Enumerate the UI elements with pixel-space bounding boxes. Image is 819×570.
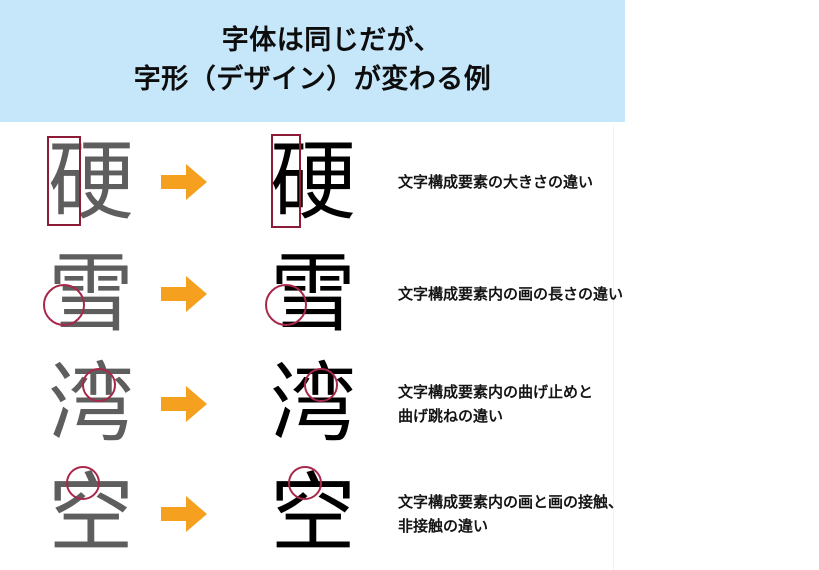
glyph-after-cell: 硬	[258, 132, 368, 232]
glyph-after: 湾	[270, 354, 356, 454]
glyph-after: 雪	[270, 244, 356, 344]
glyph-after-cell: 空	[258, 464, 368, 564]
caption-line: 曲げ跳ねの違い	[398, 407, 504, 425]
glyph-after-cell: 雪	[258, 244, 368, 344]
example-row: 雪 雪 文字構成要素内の画の長さの違い	[0, 244, 819, 352]
example-row: 空 空 文字構成要素内の画と画の接触、 非接触の違い	[0, 464, 819, 568]
caption-cell: 文字構成要素内の画の長さの違い	[368, 244, 819, 344]
right-arrow-icon	[161, 386, 207, 422]
caption-line: 文字構成要素内の画と画の接触、	[398, 493, 624, 511]
glyph-after: 硬	[270, 132, 356, 232]
glyph-before: 硬	[48, 132, 134, 232]
glyph-after-cell: 湾	[258, 354, 368, 454]
caption-line: 文字構成要素内の画の長さの違い	[398, 285, 624, 303]
right-arrow-icon	[161, 276, 207, 312]
page-title-line-1: 字体は同じだが、	[221, 25, 442, 56]
glyph-before: 空	[48, 464, 134, 564]
glyph-after: 空	[270, 464, 356, 564]
caption-line: 文字構成要素の大きさの違い	[398, 173, 594, 191]
glyph-before: 湾	[48, 354, 134, 454]
caption-line: 非接触の違い	[398, 517, 489, 535]
caption-cell: 文字構成要素内の曲げ止めと 曲げ跳ねの違い	[368, 354, 819, 454]
caption-cell: 文字構成要素内の画と画の接触、 非接触の違い	[368, 464, 819, 564]
page-title-line-2: 字形（デザイン）が変わる例	[133, 64, 492, 95]
glyph-before: 雪	[48, 244, 134, 344]
caption-cell: 文字構成要素の大きさの違い	[368, 132, 819, 232]
caption-line: 文字構成要素内の曲げ止めと	[398, 383, 594, 401]
example-row: 硬 硬 文字構成要素の大きさの違い	[0, 132, 819, 240]
right-arrow-icon	[161, 496, 207, 532]
arrow-cell	[146, 132, 222, 232]
glyph-before-cell: 空	[36, 464, 146, 564]
right-arrow-icon	[161, 164, 207, 200]
arrow-cell	[146, 244, 222, 344]
glyph-before-cell: 湾	[36, 354, 146, 454]
arrow-cell	[146, 354, 222, 454]
arrow-cell	[146, 464, 222, 564]
header-banner: 字体は同じだが、 字形（デザイン）が変わる例	[0, 0, 625, 122]
glyph-before-cell: 雪	[36, 244, 146, 344]
example-row: 湾 湾 文字構成要素内の曲げ止めと 曲げ跳ねの違い	[0, 354, 819, 462]
vertical-divider	[613, 126, 614, 570]
glyph-before-cell: 硬	[36, 132, 146, 232]
